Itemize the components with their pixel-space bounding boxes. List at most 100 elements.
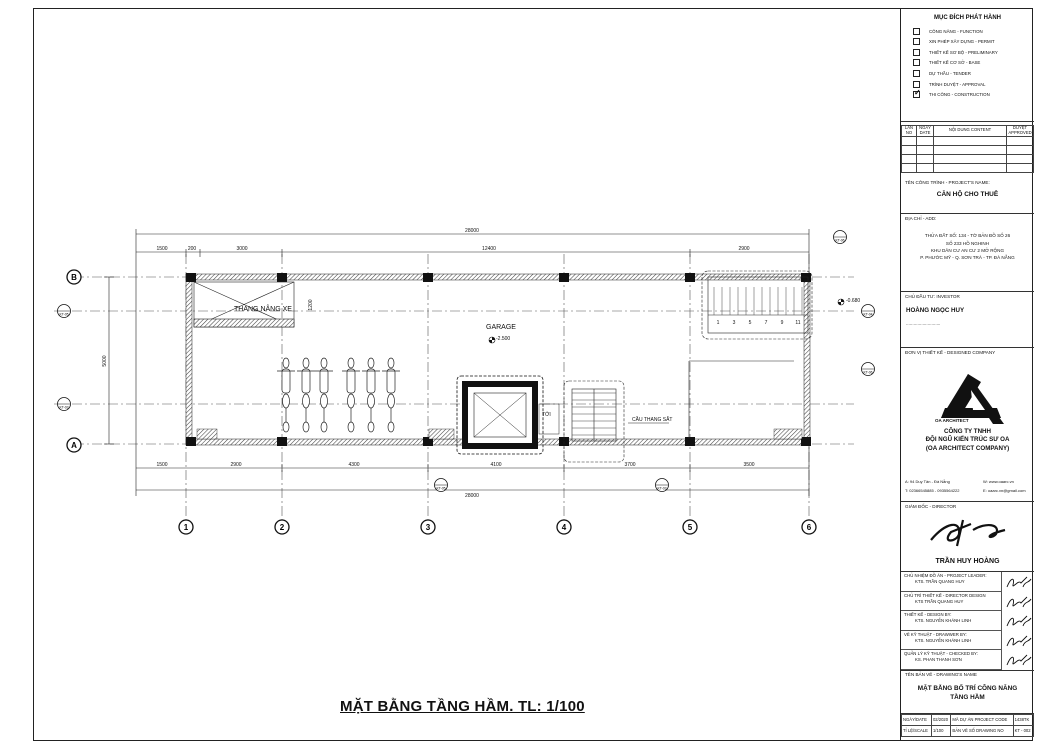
- company-line: ĐỘI NGŨ KIẾN TRÚC SƯ OA: [925, 436, 1010, 444]
- purpose-label: THIẾT KẾ CƠ SỞ - BASE: [929, 60, 981, 66]
- date-label: NGÀY/DATE: [901, 714, 932, 726]
- checked-checkbox[interactable]: [913, 88, 921, 99]
- signature-mark: [1006, 635, 1032, 646]
- purpose-label: XIN PHÉP XÂY DỰNG - PERMIT: [929, 39, 995, 45]
- checkbox[interactable]: [913, 48, 920, 56]
- car-lift: [193, 281, 295, 328]
- dim-side: 5000: [102, 355, 108, 366]
- purpose-label: CÔNG NĂNG - FUNCTION: [929, 28, 983, 34]
- purpose-item: THI CÔNG - CONSTRUCTION: [901, 88, 1034, 100]
- motorbike-parking: [277, 357, 400, 433]
- company-phone: T: 02366545885 - 0935564222: [905, 488, 960, 493]
- stair-step-number: 7: [765, 320, 768, 326]
- company-web: W: www.oaarc.vn: [983, 479, 1014, 484]
- company-email: E: oaarc.vn@gmail.com: [983, 488, 1026, 493]
- top-right-stair: [701, 270, 813, 340]
- scale-label: TỈ LỆ/SCALE: [901, 725, 932, 737]
- issue-purpose-header: MỤC ĐÍCH PHÁT HÀNH: [934, 15, 1001, 21]
- company-address: A: 94 Duy Tân - Đà Nẵng: [905, 479, 950, 484]
- drawing-name-section: TÊN BẢN VẼ - DRAWING'S NAME MẶT BẰNG BỐ …: [901, 670, 1034, 714]
- company-line: CÔNG TY TNHH: [944, 428, 991, 435]
- checkbox[interactable]: [913, 38, 920, 46]
- company-line: (OA ARCHITECT COMPANY): [925, 444, 1010, 452]
- dim-bot-6: 3500: [743, 462, 754, 468]
- designer-label: ĐƠN VỊ THIẾT KẾ - DESIGNED COMPANY: [905, 350, 996, 355]
- rev-col-date: NGÀY DATE: [916, 125, 934, 137]
- dim-total-top: 28000: [465, 228, 479, 234]
- stair-step-number: 11: [795, 320, 800, 326]
- dwg-label: BẢN VẼ SỐ DRAWING NO: [950, 725, 1014, 737]
- checkbox[interactable]: [913, 70, 920, 78]
- role-label: VẼ KỸ THUẬT - DRAWWER BY:: [904, 631, 967, 637]
- address-line: KHU DÂN CƯ AN CƯ 2 MỞ RỘNG: [930, 247, 1005, 253]
- address-line: THỬA ĐẤT SỐ: 134 - TỜ BẢN ĐỒ SỐ 26: [924, 233, 1011, 239]
- grid-bubble-row: A: [66, 437, 82, 453]
- dimension-texts: 28000 1500 200 3000 12400 2900 1500 2900…: [102, 228, 755, 499]
- purpose-item: TRÌNH DUYỆT - APPROVAL: [901, 79, 1034, 90]
- drawing-name-line: MẶT BẰNG BỐ TRÍ CÔNG NĂNG: [917, 685, 1018, 693]
- purpose-item: DỰ THẦU - TENDER: [901, 68, 1034, 79]
- purpose-label: THIẾT KẾ SƠ BỘ - PRELIMINARY: [929, 49, 998, 55]
- grid-bubble-col: 4: [556, 519, 572, 535]
- address-label: ĐỊA CHỈ - ADD:: [905, 216, 937, 221]
- drawing-name-line: TẦNG HẦM: [950, 693, 985, 701]
- purpose-label: THI CÔNG - CONSTRUCTION: [929, 92, 990, 98]
- stair-label: CẦU THANG SẮT: [632, 415, 672, 423]
- basement-floor-plan: 28000 1500 200 3000 12400 2900 1500 2900…: [54, 228, 875, 535]
- motorbike: [362, 357, 380, 433]
- toilet-label: TỚI: [542, 411, 551, 418]
- checkbox[interactable]: [913, 80, 920, 88]
- motorbike: [277, 357, 295, 433]
- grid-bubble-col: 2: [274, 519, 290, 535]
- purpose-label: DỰ THẦU - TENDER: [929, 71, 971, 77]
- grid-bubble-row: B: [66, 269, 82, 285]
- checkbox[interactable]: [913, 59, 920, 67]
- dim-top-5: 2900: [738, 246, 749, 252]
- dim-top-4: 12400: [482, 246, 496, 252]
- address-line: SỐ 233 HỒ NGHINH: [945, 240, 990, 246]
- svg-text:6: 6: [807, 523, 812, 532]
- role-person: KS. PHAN THANH SƠN: [915, 657, 962, 663]
- grid-bubble-col: 3: [420, 519, 436, 535]
- iron-stair: [563, 380, 625, 463]
- director-label: GIÁM ĐỐC - DIRECTOR: [905, 504, 957, 509]
- section-marker: KT-06: [861, 362, 875, 376]
- svg-text:5: 5: [688, 523, 693, 532]
- motorbike: [382, 357, 400, 433]
- dim-bot-5: 3700: [624, 462, 635, 468]
- drawing-frame: [33, 8, 1033, 741]
- stair-step-number: 5: [749, 320, 752, 326]
- issue-purpose-section: MỤC ĐÍCH PHÁT HÀNH CÔNG NĂNG - FUNCTION X…: [901, 8, 1034, 122]
- role-label: CHỦ NHIỆM ĐỒ ÁN - PROJECT LEADER:: [904, 573, 987, 578]
- section-marker: KT-04: [861, 304, 875, 318]
- svg-text:2: 2: [280, 523, 285, 532]
- svg-text:-0.680: -0.680: [846, 298, 860, 304]
- dim-bot-1: 1500: [156, 462, 167, 468]
- dim-small: 1200: [308, 299, 314, 310]
- code-label: MÃ DỰ ÁN PROJECT CODE: [950, 714, 1014, 726]
- investor-section: CHỦ ĐẦU TƯ: INVESTOR HOÀNG NGỌC HUY ....…: [901, 292, 1034, 348]
- svg-text:3: 3: [426, 523, 431, 532]
- svg-text:A: A: [71, 441, 77, 450]
- dim-total-bottom: 28000: [465, 493, 479, 499]
- grid-bubble-col: 5: [682, 519, 698, 535]
- svg-text:KT-03: KT-03: [59, 406, 68, 410]
- checkbox[interactable]: [913, 27, 920, 35]
- svg-text:KT-06: KT-06: [863, 371, 872, 375]
- investor-label: CHỦ ĐẦU TƯ: INVESTOR: [905, 294, 960, 299]
- signature-mark: [1006, 596, 1032, 607]
- investor-name: HOÀNG NGỌC HUY: [906, 307, 965, 315]
- svg-text:-2.500: -2.500: [496, 336, 510, 342]
- motorbike: [297, 357, 315, 433]
- svg-text:B: B: [71, 273, 77, 282]
- title-block: MỤC ĐÍCH PHÁT HÀNH CÔNG NĂNG - FUNCTION X…: [900, 8, 1035, 741]
- svg-text:KT-03: KT-03: [657, 487, 666, 491]
- role-person: KTS TRẦN QUANG HUY: [915, 598, 964, 604]
- level-marker-garage: -2.500: [488, 336, 510, 344]
- rev-col-approved: DUYỆT APPROVED: [1006, 125, 1034, 137]
- grid-row-bubbles: BA: [66, 269, 82, 453]
- designer-section: ĐƠN VỊ THIẾT KẾ - DESIGNED COMPANY OA AR…: [901, 348, 1034, 502]
- role-person: KTS. TRẦN QUANG HUY: [915, 578, 965, 584]
